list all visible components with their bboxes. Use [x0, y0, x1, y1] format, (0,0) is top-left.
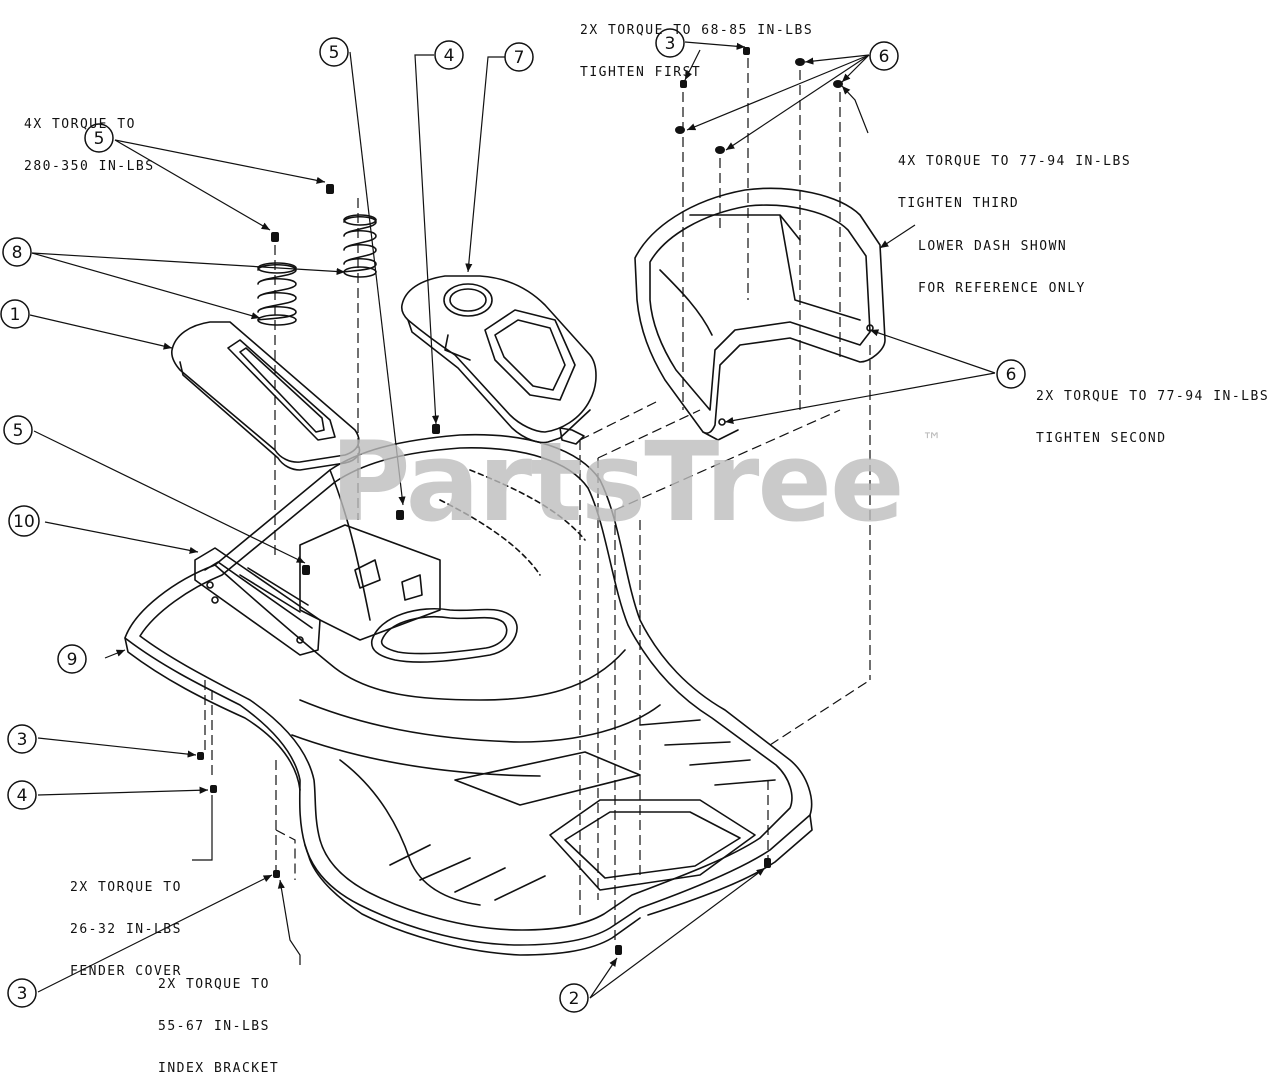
note-index-bracket: 2X TORQUE TO 55-67 IN-LBS INDEX BRACKET	[158, 950, 279, 1090]
callout-10: 10	[8, 505, 40, 537]
note-line: FOR REFERENCE ONLY	[918, 281, 1086, 296]
spring-right	[343, 214, 377, 278]
note-torque-second: 2X TORQUE TO 77-94 IN-LBS TIGHTEN SECOND	[1036, 362, 1269, 460]
seat-shim	[170, 321, 361, 471]
note-fender-cover: 2X TORQUE TO 26-32 IN-LBS FENDER COVER	[70, 853, 182, 993]
svg-text:5: 5	[94, 129, 105, 149]
callout-4-top: 4	[434, 40, 464, 70]
callout-3-top: 3	[655, 28, 685, 58]
svg-text:4: 4	[444, 46, 455, 66]
svg-text:5: 5	[329, 43, 340, 63]
note-torque-280-350: 4X TORQUE TO 280-350 IN-LBS	[24, 90, 155, 188]
svg-text:3: 3	[665, 34, 676, 54]
callout-2: 2	[559, 983, 589, 1013]
callout-5-mid: 5	[3, 415, 33, 445]
note-line: INDEX BRACKET	[158, 1061, 280, 1076]
note-line: 55-67 IN-LBS	[158, 1019, 270, 1034]
svg-text:6: 6	[1006, 365, 1017, 385]
watermark: PartsTree	[330, 418, 905, 546]
callout-8: 8	[2, 237, 32, 267]
lower-dash	[634, 187, 886, 441]
note-line: LOWER DASH SHOWN	[918, 239, 1068, 254]
note-torque-first: 2X TORQUE TO 68-85 IN-LBS TIGHTEN FIRST	[580, 0, 813, 94]
note-line: FENDER COVER	[70, 964, 182, 979]
svg-text:9: 9	[67, 650, 78, 670]
diagram-svg: 3 6 5 4 7 5 8 1 6 5 10 9 3 4 3 2	[0, 28, 1026, 1013]
fasteners	[197, 47, 843, 955]
callout-3-bottom: 3	[7, 978, 37, 1008]
svg-text:7: 7	[514, 48, 525, 68]
note-line: TIGHTEN SECOND	[1036, 431, 1167, 446]
note-line: TIGHTEN FIRST	[580, 65, 702, 80]
svg-text:2: 2	[569, 989, 580, 1009]
callout-7: 7	[504, 42, 534, 72]
note-line: TIGHTEN THIRD	[898, 196, 1020, 211]
callouts: 3 6 5 4 7 5 8 1 6 5 10 9 3 4 3 2	[0, 28, 1026, 1013]
callout-6-top: 6	[869, 41, 899, 71]
index-bracket	[194, 547, 321, 656]
spring-left	[257, 262, 297, 326]
note-line: 2X TORQUE TO	[70, 880, 182, 895]
callout-4-left: 4	[7, 780, 37, 810]
parts-diagram: 3 6 5 4 7 5 8 1 6 5 10 9 3 4 3 2 PartsTr…	[0, 0, 1269, 1076]
watermark-trademark: ™	[922, 428, 942, 452]
svg-text:4: 4	[17, 786, 28, 806]
callout-6-right: 6	[996, 359, 1026, 389]
svg-text:5: 5	[13, 421, 24, 441]
note-line: 4X TORQUE TO 77-94 IN-LBS	[898, 154, 1132, 169]
assembly-lines	[204, 58, 871, 940]
note-line: 2X TORQUE TO 77-94 IN-LBS	[1036, 389, 1270, 404]
note-line: 2X TORQUE TO	[158, 977, 270, 992]
callout-9: 9	[57, 644, 87, 674]
note-line: 26-32 IN-LBS	[70, 922, 182, 937]
svg-text:6: 6	[879, 47, 890, 67]
note-line: 4X TORQUE TO	[24, 117, 136, 132]
callout-1: 1	[0, 299, 30, 329]
callout-5-top: 5	[319, 37, 349, 67]
fender-deck	[124, 433, 813, 956]
callout-3-left: 3	[7, 724, 37, 754]
callout-5-left: 5	[84, 123, 114, 153]
svg-text:3: 3	[17, 984, 28, 1004]
svg-text:3: 3	[17, 730, 28, 750]
note-lower-dash: LOWER DASH SHOWN FOR REFERENCE ONLY	[918, 212, 1086, 310]
note-line: 280-350 IN-LBS	[24, 159, 155, 174]
svg-text:8: 8	[12, 243, 23, 263]
leader-lines	[29, 41, 996, 999]
svg-text:10: 10	[13, 512, 35, 532]
note-line: 2X TORQUE TO 68-85 IN-LBS	[580, 23, 814, 38]
note-torque-third: 4X TORQUE TO 77-94 IN-LBS TIGHTEN THIRD	[898, 127, 1131, 225]
svg-text:1: 1	[10, 305, 21, 325]
